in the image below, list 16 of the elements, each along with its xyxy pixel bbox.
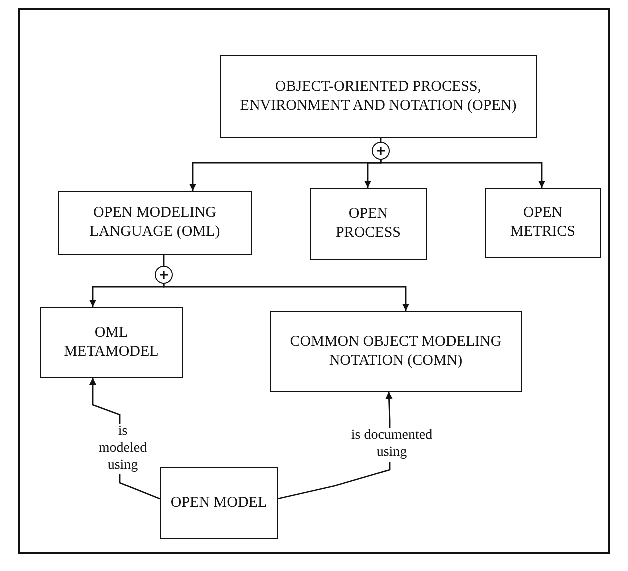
plus-junction-circle <box>155 266 173 284</box>
edge-label: is documented using <box>350 428 434 462</box>
arrow <box>90 284 165 307</box>
process-box: COMMON OBJECT MODELING NOTATION (COMN) <box>270 311 522 392</box>
process-box: OBJECT-ORIENTED PROCESS, ENVIRONMENT AND NOTATION (OPEN) <box>220 55 537 138</box>
process-box: OPEN PROCESS <box>310 188 427 260</box>
connector-line <box>163 255 165 266</box>
arrow <box>163 284 410 311</box>
process-box: OPEN MODEL <box>160 467 278 539</box>
arrow <box>380 160 546 188</box>
process-box: OML METAMODEL <box>40 307 183 378</box>
plus-junction-circle <box>372 142 390 160</box>
edge-label: is modeled using <box>96 424 150 474</box>
process-box: OPEN METRICS <box>485 188 601 258</box>
arrow <box>364 160 382 188</box>
process-box: OPEN MODELING LANGUAGE (OML) <box>58 191 252 255</box>
